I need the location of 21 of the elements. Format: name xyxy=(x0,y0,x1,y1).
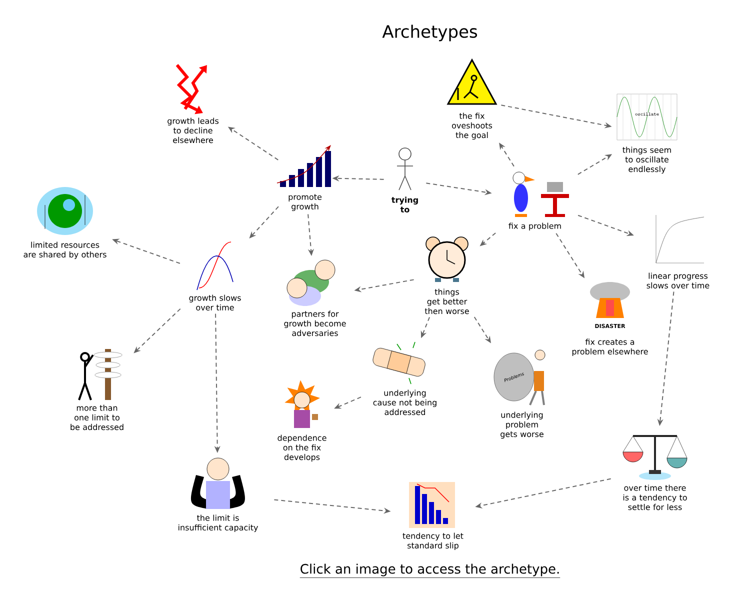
link-text: Click an image to access the archetype. xyxy=(300,564,560,578)
node-label: things seem to oscillate endlessly xyxy=(622,146,671,174)
node-text: trying to xyxy=(392,196,418,213)
node-label: fix creates a problem elsewhere xyxy=(572,338,648,356)
node-label: fix a problem xyxy=(508,222,561,230)
node-label: over time there is a tendency to settle for less xyxy=(623,484,687,510)
node-label: partners for growth become adversaries xyxy=(284,310,346,336)
node-label: dependence on the fix develops xyxy=(278,434,326,462)
node-label: limited resources are shared by others xyxy=(24,242,106,260)
node-label: underlying problem gets worse xyxy=(500,412,544,439)
node-label: things get better then worse xyxy=(424,288,469,314)
node-text: linear progress slows over time xyxy=(646,272,710,289)
node-text: growth slows over time xyxy=(189,294,241,311)
node-label: tendency to let standard slip xyxy=(402,532,464,550)
node-label: underlying cause not being addressed xyxy=(373,390,436,416)
node-label: the fix oveshoots the goal xyxy=(452,112,492,140)
node-label: more than one limit to be addressed xyxy=(70,404,124,430)
node-label: promote growth xyxy=(288,194,322,212)
node-label: the limit is insufficient capacity xyxy=(178,514,258,532)
node-label: growth leads to decline elsewhere xyxy=(168,118,219,144)
title: Archetypes xyxy=(382,24,478,42)
